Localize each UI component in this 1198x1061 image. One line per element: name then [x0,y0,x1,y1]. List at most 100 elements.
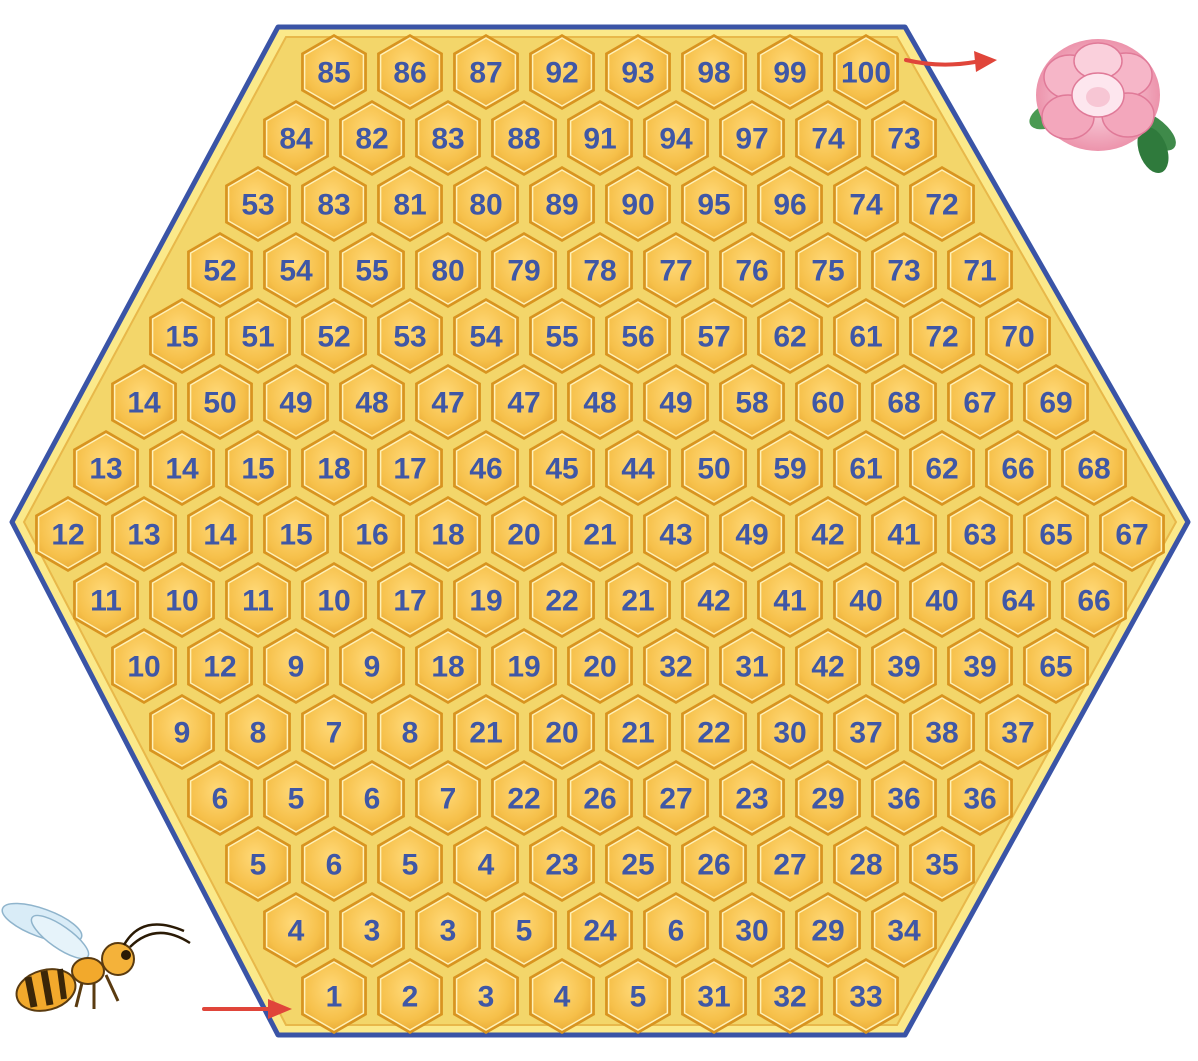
cell-number: 5 [250,849,267,882]
cell-number: 40 [925,585,958,618]
cell-number: 21 [469,717,502,750]
cell-number: 21 [621,717,654,750]
cell-number: 74 [811,123,845,156]
cell-number: 17 [393,585,426,618]
cell-number: 76 [735,255,768,288]
cell-number: 19 [469,585,502,618]
cell-number: 49 [735,519,768,552]
cell-number: 22 [697,717,730,750]
cell-number: 69 [1039,387,1072,420]
cell-number: 15 [165,321,198,354]
cell-number: 14 [127,387,161,420]
cell-number: 45 [545,453,578,486]
cell-number: 18 [431,651,464,684]
cell-number: 5 [516,915,533,948]
cell-number: 54 [469,321,503,354]
cell-number: 68 [1077,453,1110,486]
cell-number: 90 [621,189,654,222]
cell-number: 18 [317,453,350,486]
cell-number: 20 [507,519,540,552]
cell-number: 23 [545,849,578,882]
cell-number: 15 [241,453,274,486]
cell-number: 83 [431,123,464,156]
cell-number: 2 [402,981,419,1014]
cell-number: 89 [545,189,578,222]
cell-number: 26 [697,849,730,882]
cell-number: 68 [887,387,920,420]
cell-number: 83 [317,189,350,222]
cell-number: 6 [668,915,685,948]
cell-number: 4 [554,981,571,1014]
cell-number: 98 [697,57,730,90]
cell-number: 47 [431,387,464,420]
cell-number: 7 [440,783,457,816]
cell-number: 71 [963,255,996,288]
cell-number: 51 [241,321,274,354]
cell-number: 47 [507,387,540,420]
cell-number: 23 [735,783,768,816]
cell-number: 78 [583,255,616,288]
cell-number: 9 [288,651,305,684]
cell-number: 75 [811,255,844,288]
cell-number: 5 [630,981,647,1014]
cell-number: 10 [317,585,350,618]
cell-number: 100 [841,57,891,90]
cell-number: 20 [545,717,578,750]
cell-number: 13 [127,519,160,552]
cell-number: 12 [203,651,236,684]
cell-number: 84 [279,123,313,156]
cell-number: 5 [402,849,419,882]
cell-number: 66 [1077,585,1110,618]
cell-number: 96 [773,189,806,222]
cell-number: 12 [51,519,84,552]
bee-icon [0,895,190,1017]
cell-number: 48 [583,387,616,420]
cell-number: 64 [1001,585,1035,618]
cell-number: 17 [393,453,426,486]
cell-number: 3 [364,915,381,948]
cell-number: 92 [545,57,578,90]
cell-number: 29 [811,915,844,948]
cell-number: 19 [507,651,540,684]
cell-number: 67 [963,387,996,420]
cell-number: 53 [241,189,274,222]
cell-number: 14 [165,453,199,486]
cell-number: 4 [478,849,495,882]
cell-number: 29 [811,783,844,816]
cell-number: 88 [507,123,540,156]
cell-number: 8 [250,717,267,750]
cell-number: 60 [811,387,844,420]
cell-number: 18 [431,519,464,552]
cell-number: 91 [583,123,616,156]
peony-flower-icon [1025,39,1183,177]
cell-number: 56 [621,321,654,354]
cell-number: 57 [697,321,730,354]
cell-number: 93 [621,57,654,90]
cell-number: 65 [1039,519,1072,552]
cell-number: 82 [355,123,388,156]
cell-number: 42 [811,519,844,552]
cell-number: 16 [355,519,388,552]
cell-number: 80 [431,255,464,288]
cell-number: 24 [583,915,617,948]
cell-number: 10 [165,585,198,618]
cell-number: 30 [735,915,768,948]
cell-number: 6 [364,783,381,816]
cell-number: 13 [89,453,122,486]
cell-number: 53 [393,321,426,354]
cell-number: 39 [963,651,996,684]
cell-number: 74 [849,189,883,222]
cell-number: 80 [469,189,502,222]
cell-number: 50 [697,453,730,486]
cell-number: 44 [621,453,655,486]
cell-number: 86 [393,57,426,90]
cell-number: 55 [545,321,578,354]
cell-number: 61 [849,321,882,354]
cell-number: 20 [583,651,616,684]
cell-number: 85 [317,57,350,90]
cell-number: 21 [583,519,616,552]
cell-number: 40 [849,585,882,618]
cell-number: 73 [887,255,920,288]
cell-number: 15 [279,519,312,552]
